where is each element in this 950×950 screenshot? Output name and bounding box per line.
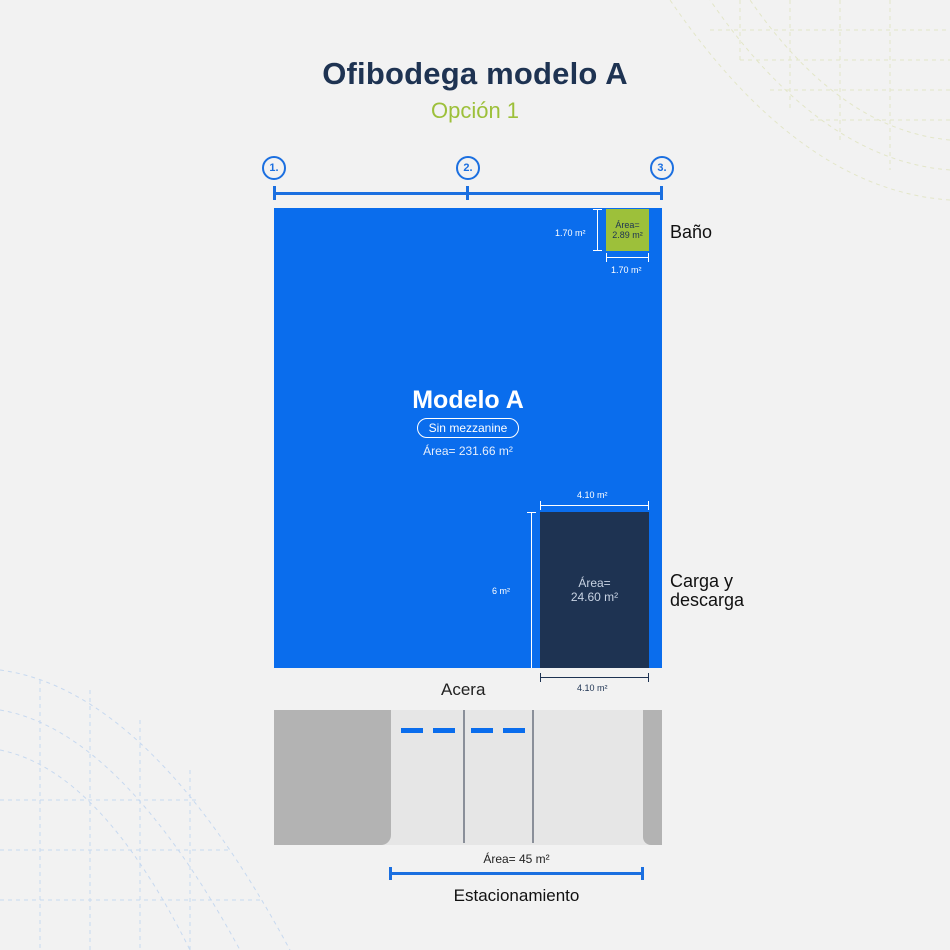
bano-width-label: 1.70 m²	[611, 265, 642, 275]
bano-width-tick-right	[648, 253, 649, 262]
carga-top-dimension-line	[540, 505, 649, 506]
carga-top-tick-left	[540, 501, 541, 510]
carga-side-tick-top	[527, 512, 536, 513]
bano-width-dimension-line	[606, 257, 649, 258]
carga-bottom-dimension-label: 4.10 m²	[577, 683, 608, 693]
parking-area-label: Área= 45 m²	[483, 852, 550, 866]
parking-label: Estacionamiento	[453, 886, 580, 905]
bano-room: Área= 2.89 m²	[606, 209, 649, 251]
carga-top-dimension-label: 4.10 m²	[577, 490, 608, 500]
carga-bottom-dimension-line	[540, 677, 649, 678]
bano-label: Baño	[670, 222, 713, 242]
parking-dash-4	[503, 728, 525, 733]
carga-descarga-zone: Área= 24.60 m²	[540, 512, 649, 668]
carga-bottom-tick-right	[648, 673, 649, 682]
parking-divider-1	[463, 710, 465, 843]
carga-area-line1: Área=	[578, 576, 611, 590]
bano-width-tick-left	[606, 253, 607, 262]
carga-label-line1: Carga y	[670, 571, 734, 591]
marker-2: 2.	[456, 156, 480, 180]
carga-area-line2: 24.60 m²	[570, 590, 619, 604]
parking-dash-1	[401, 728, 423, 733]
marker-1: 1.	[262, 156, 286, 180]
main-room-area: Área= 231.66 m²	[423, 444, 513, 458]
acera-label: Acera	[441, 680, 486, 699]
dimension-tick-3	[660, 186, 663, 200]
bano-height-dimension-line	[597, 209, 598, 251]
carga-side-dimension-line	[531, 512, 532, 668]
bano-area-line2: 2.89 m²	[612, 230, 643, 240]
carga-bottom-tick-left	[540, 673, 541, 682]
dimension-tick-2	[466, 186, 469, 200]
carga-label: Carga y descarga	[670, 572, 744, 610]
carga-label-line2: descarga	[670, 590, 745, 610]
mezzanine-badge: Sin mezzanine	[417, 418, 519, 438]
carga-side-dimension-label: 6 m²	[492, 586, 510, 596]
parking-dimension-line	[390, 872, 643, 875]
parking-divider-2	[532, 710, 534, 843]
decorative-grid-bottom-left	[0, 669, 291, 950]
bano-height-tick-top	[593, 209, 602, 210]
page-subtitle: Opción 1	[430, 98, 520, 123]
page-title: Ofibodega modelo A	[322, 56, 628, 91]
dimension-tick-1	[273, 186, 276, 200]
bano-height-tick-bottom	[593, 250, 602, 251]
parking-dimension-tick-right	[641, 867, 644, 880]
parking-right-block	[643, 710, 662, 845]
decorative-grid-top-right	[669, 0, 950, 201]
carga-top-tick-right	[648, 501, 649, 510]
marker-3: 3.	[650, 156, 674, 180]
parking-dimension-tick-left	[389, 867, 392, 880]
parking-dash-2	[433, 728, 455, 733]
parking-dash-3	[471, 728, 493, 733]
bano-height-label: 1.70 m²	[555, 228, 586, 238]
parking-left-block	[274, 710, 391, 845]
bano-area-line1: Área=	[615, 220, 640, 230]
main-room-title: Modelo A	[412, 386, 524, 414]
